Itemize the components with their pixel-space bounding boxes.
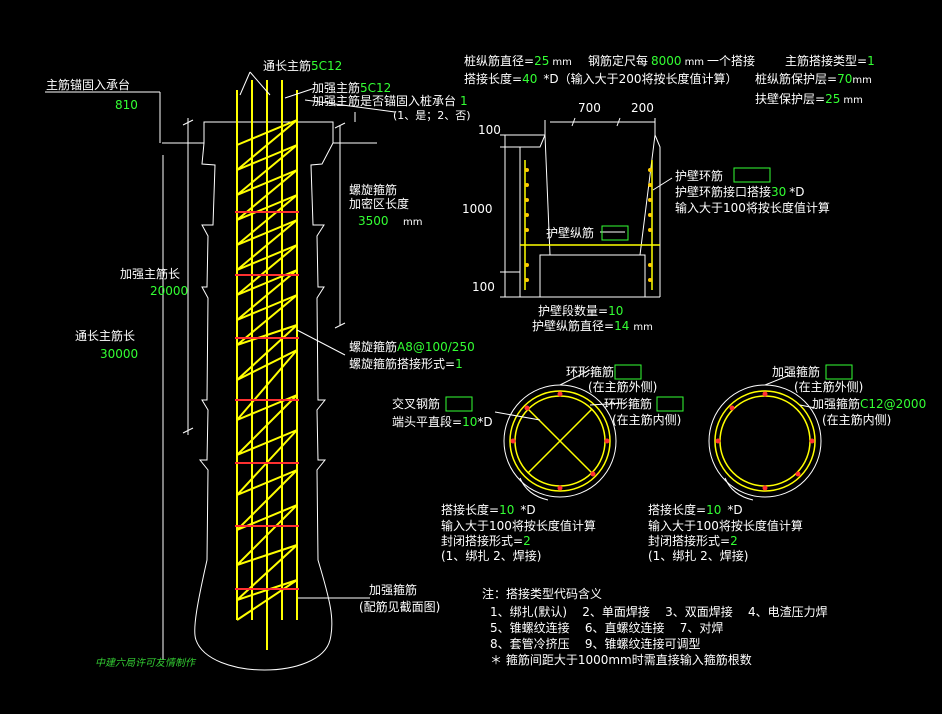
s2-close-label: 封闭搭接形式=2: [648, 533, 738, 548]
spiral-lap-label: 螺旋箍筋搭接形式=1: [349, 356, 463, 371]
s1-ring-out-field[interactable]: [614, 364, 642, 380]
section1-drawing: [494, 369, 626, 501]
through-len-label: 通长主筋长: [75, 328, 135, 343]
seg-count-label: 护壁段数量=10: [538, 303, 623, 318]
s1-close-value[interactable]: 2: [523, 534, 531, 548]
spiral-lap-value[interactable]: 1: [455, 357, 463, 371]
lap-len-label: 搭接长度=40*D（输入大于200将按长度值计算）: [464, 71, 738, 86]
spiral-dense-unit: mm: [403, 217, 422, 228]
s1-end-value[interactable]: 10: [462, 415, 477, 429]
section2-drawing: [708, 374, 822, 501]
s1-ring-in-hint: (在主筋内侧): [612, 412, 681, 427]
long-dia-value[interactable]: 14: [614, 319, 629, 333]
pile-outline: [162, 121, 377, 671]
fixed-len-value[interactable]: 8000: [651, 54, 682, 68]
notes-title: 注：搭接类型代码含义: [482, 586, 602, 601]
s1-ring-in-label: 环形箍筋: [604, 396, 652, 411]
s1-lap-value[interactable]: 10: [499, 503, 514, 517]
spiral-dense-label2: 加密区长度: [349, 196, 409, 211]
pile-dia-value[interactable]: 25: [534, 54, 549, 68]
lap-type-label: 主筋搭接类型=1: [785, 53, 875, 68]
add-anchor-hint: (1、是；2、否): [393, 109, 471, 122]
add-len-value[interactable]: 20000: [150, 284, 188, 298]
wall-ring-lap-value[interactable]: 30: [771, 185, 786, 199]
credit-text: 中建六局许可友情制作: [95, 657, 197, 669]
ring-stirrups: [235, 211, 299, 590]
anchor-value[interactable]: 810: [115, 98, 138, 112]
spiral-value[interactable]: A8@100/250: [397, 340, 475, 354]
dim-200: 200: [631, 101, 654, 115]
s2-add-out-hint: (在主筋外侧): [794, 379, 863, 394]
s1-cross-label: 交叉钢筋: [392, 396, 440, 411]
through-bar-label: 通长主筋5C12: [263, 58, 342, 73]
wall-section: [500, 117, 673, 298]
s2-add-in-hint: (在主筋内侧): [822, 412, 891, 427]
section2-labels: 加强箍筋 (在主筋外侧) 加强箍筋C12@2000 (在主筋内侧) 搭接长度=1…: [648, 364, 926, 563]
s1-close-hint: (1、绑扎 2、焊接): [441, 548, 541, 563]
ring-hint: (配筋见截面图): [359, 599, 440, 614]
dim-100-bot: 100: [472, 280, 495, 294]
wall-labels: 700 200 100 1000 100 护壁环筋 护壁环筋接口搭接30*D 输…: [462, 101, 830, 333]
dim-100-top: 100: [478, 123, 501, 137]
dim-700: 700: [578, 101, 601, 115]
s2-add-in-label: 加强箍筋C12@2000: [812, 396, 926, 411]
wall-ring-lap-hint: 输入大于100将按长度值计算: [675, 200, 830, 215]
cover-value[interactable]: 70: [837, 72, 852, 86]
s1-ring-out-hint: (在主筋外侧): [588, 379, 657, 394]
s2-add-in-value[interactable]: C12@2000: [860, 397, 926, 411]
cover-label: 桩纵筋保护层=70mm: [755, 71, 872, 86]
s1-ring-in-field[interactable]: [656, 396, 684, 412]
notes: 注：搭接类型代码含义 1、绑扎(默认) 2、单面焊接 3、双面焊接 4、电渣压力…: [482, 586, 828, 667]
anchor-label: 主筋锚固入承台: [46, 77, 130, 92]
through-bar-value[interactable]: 5C12: [311, 59, 342, 73]
dim-1000: 1000: [462, 202, 493, 216]
notes-line3: 8、套管冷挤压 9、锥螺纹连接可调型: [490, 636, 701, 651]
spiral-label: 螺旋箍筋A8@100/250: [349, 339, 475, 354]
s2-add-out-label: 加强箍筋: [772, 364, 820, 379]
lap-type-value[interactable]: 1: [867, 54, 875, 68]
spiral-dense-value[interactable]: 3500: [358, 214, 389, 228]
s2-lap-value[interactable]: 10: [706, 503, 721, 517]
notes-line2: 5、锥螺纹连接 6、直螺纹连接 7、对焊: [490, 620, 723, 635]
s2-lap-hint: 输入大于100将按长度值计算: [648, 518, 803, 533]
s1-ring-out-label: 环形箍筋: [566, 364, 614, 379]
s1-lap-label: 搭接长度=10*D: [441, 502, 536, 517]
s2-add-out-field[interactable]: [825, 364, 853, 380]
lap-len-value[interactable]: 40: [522, 72, 537, 86]
notes-line1: 1、绑扎(默认) 2、单面焊接 3、双面焊接 4、电渣压力焊: [490, 604, 828, 619]
s2-close-hint: (1、绑扎 2、焊接): [648, 548, 748, 563]
wall-long-field[interactable]: [601, 225, 629, 241]
s1-lap-hint: 输入大于100将按长度值计算: [441, 518, 596, 533]
ring-label: 加强箍筋: [369, 582, 417, 597]
s1-end-label: 端头平直段=10*D: [392, 414, 493, 429]
left-labels: 主筋锚固入承台 810 通长主筋5C12 加强主筋5C12 加强主筋是否锚固入桩…: [46, 58, 475, 669]
s2-close-value[interactable]: 2: [730, 534, 738, 548]
spiral-dense-label1: 螺旋箍筋: [349, 182, 397, 197]
wall-ring-field[interactable]: [733, 167, 771, 183]
s1-cross-field[interactable]: [445, 396, 473, 412]
seg-count-value[interactable]: 10: [608, 304, 623, 318]
add-anchor-value[interactable]: 1: [460, 94, 468, 108]
add-bar-value[interactable]: 5C12: [360, 81, 391, 95]
wall-long-label: 护壁纵筋: [546, 225, 594, 240]
s2-lap-label: 搭接长度=10*D: [648, 502, 743, 517]
through-len-value[interactable]: 30000: [100, 347, 138, 361]
wall-ring-lap-label: 护壁环筋接口搭接30*D: [675, 184, 805, 199]
wall-cover-value[interactable]: 25: [825, 92, 840, 106]
s1-close-label: 封闭搭接形式=2: [441, 533, 531, 548]
spiral-stirrup: [236, 119, 298, 621]
add-bar-label: 加强主筋5C12: [312, 80, 391, 95]
add-len-label: 加强主筋长: [120, 266, 180, 281]
section1-labels: 环形箍筋 (在主筋外侧) 交叉钢筋 环形箍筋 (在主筋内侧) 端头平直段=10*…: [392, 364, 684, 563]
wall-ring-label: 护壁环筋: [675, 168, 723, 183]
notes-line4: ＊ 箍筋间距大于1000mm时需直接输入箍筋根数: [490, 652, 752, 667]
left-dimensions: [45, 71, 396, 660]
